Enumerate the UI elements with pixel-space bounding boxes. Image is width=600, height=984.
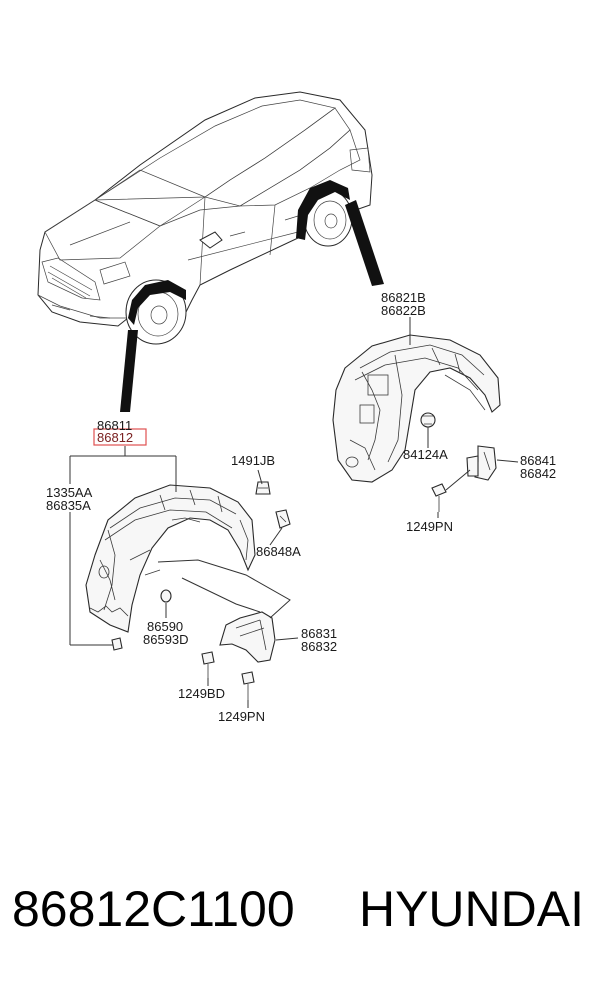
- bolt-1491jb: [255, 481, 271, 495]
- clip-86848a: [275, 509, 291, 529]
- label-86832: 86832: [301, 639, 337, 654]
- label-1249pn-rear: 1249PN: [406, 519, 453, 534]
- leader-lines: [69, 317, 519, 708]
- screw-1249bd: [201, 651, 215, 678]
- rear-flap-bracket: [466, 445, 497, 481]
- label-84124a: 84124A: [403, 447, 448, 462]
- label-1335aa: 1335AA: [46, 485, 93, 500]
- label-86822b: 86822B: [381, 303, 426, 318]
- front-leader: [120, 330, 138, 412]
- label-86590: 86590: [147, 619, 183, 634]
- label-86842: 86842: [520, 466, 556, 481]
- brand-name: HYUNDAI: [358, 881, 584, 937]
- callout-labels: 86821B 86822B 86811 86812 1335AA 86835A …: [46, 290, 556, 724]
- label-86835a: 86835A: [46, 498, 91, 513]
- label-86593d: 86593D: [143, 632, 189, 647]
- label-86821b: 86821B: [381, 290, 426, 305]
- highlight-box: [93, 428, 147, 446]
- front-wheel-guard: [85, 484, 256, 633]
- car-illustration: [37, 91, 373, 345]
- footer: 86812C1100 HYUNDAI: [0, 872, 600, 952]
- part-number: 86812C1100: [12, 881, 295, 937]
- label-86831: 86831: [301, 626, 337, 641]
- label-86811: 86811: [97, 418, 132, 433]
- label-1491jb: 1491JB: [231, 453, 275, 468]
- rear-screw: [431, 483, 447, 512]
- label-1249bd: 1249BD: [178, 686, 225, 701]
- label-1249pn-front: 1249PN: [218, 709, 265, 724]
- front-mudflap: [219, 611, 276, 663]
- screw-1249pn: [241, 671, 255, 700]
- clip-1335aa: [111, 637, 123, 651]
- label-86841: 86841: [520, 453, 556, 468]
- rear-wheel-guard: [332, 334, 501, 483]
- nut-84124a: [420, 412, 436, 428]
- grommet-86590: [160, 589, 172, 603]
- label-86812: 86812: [97, 430, 133, 445]
- label-86848a: 86848A: [256, 544, 301, 559]
- rear-leader: [345, 200, 384, 286]
